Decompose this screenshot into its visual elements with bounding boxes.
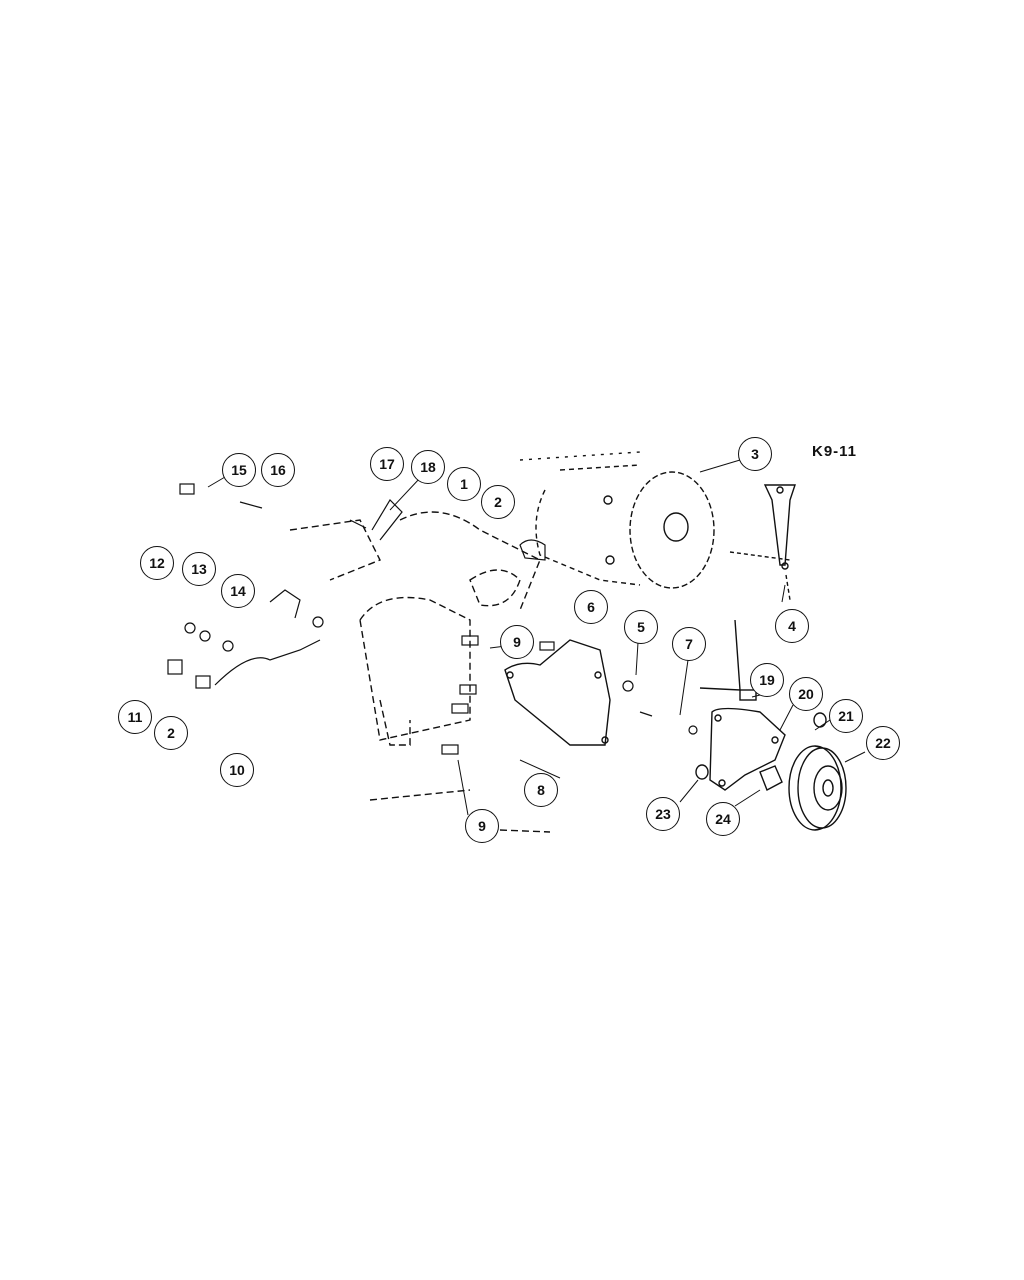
alternator (519, 451, 715, 589)
callout-20: 20 (789, 677, 823, 711)
callout-2-lower: 2 (154, 716, 188, 750)
callout-15: 15 (222, 453, 256, 487)
callout-10: 10 (220, 753, 254, 787)
fasteners (167, 483, 698, 755)
callout-11: 11 (118, 700, 152, 734)
callout-24: 24 (706, 802, 740, 836)
callout-9-upper: 9 (500, 625, 534, 659)
pulley (788, 745, 847, 831)
callout-17: 17 (370, 447, 404, 481)
callout-9-lower: 9 (465, 809, 499, 843)
callout-12: 12 (140, 546, 174, 580)
adjust-bracket (729, 484, 796, 601)
callout-2: 2 (481, 485, 515, 519)
belt-guard-8 (504, 639, 611, 746)
callout-5: 5 (624, 610, 658, 644)
callout-6: 6 (574, 590, 608, 624)
callout-4: 4 (775, 609, 809, 643)
spacer (695, 712, 827, 791)
callout-8: 8 (524, 773, 558, 807)
callout-16: 16 (261, 453, 295, 487)
engine-front-housing (289, 511, 551, 833)
callout-19: 19 (750, 663, 784, 697)
callout-18: 18 (411, 450, 445, 484)
callout-21: 21 (829, 699, 863, 733)
callout-23: 23 (646, 797, 680, 831)
callout-1: 1 (447, 467, 481, 501)
tensioner-plate (709, 689, 786, 791)
pipe (699, 619, 741, 691)
callout-22: 22 (866, 726, 900, 760)
callout-14: 14 (221, 574, 255, 608)
callout-3: 3 (738, 437, 772, 471)
figure-reference: K9-11 (812, 443, 858, 460)
leader-lines (207, 459, 866, 816)
callout-7: 7 (672, 627, 706, 661)
callout-13: 13 (182, 552, 216, 586)
